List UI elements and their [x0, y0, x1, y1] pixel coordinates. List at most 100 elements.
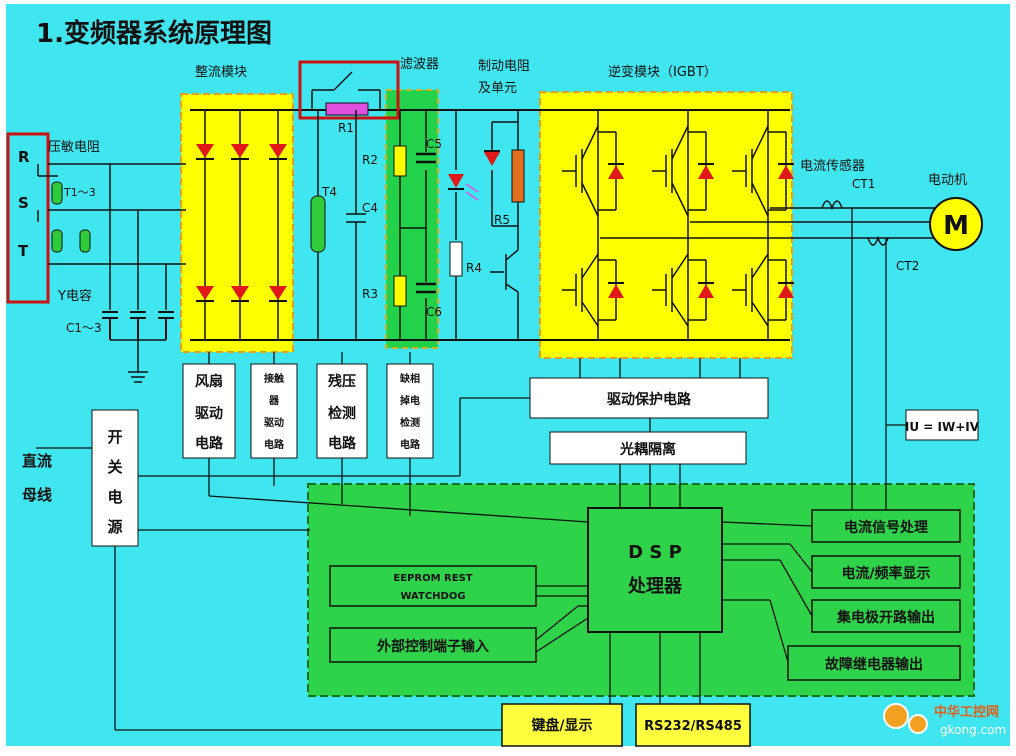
relay-switch: [311, 71, 381, 110]
igbt-collector: [671, 125, 689, 160]
diode-icon: [778, 284, 794, 298]
igbt-collector: [671, 253, 689, 279]
watermark-line2: gkong.com: [940, 723, 1006, 737]
c6-label: C6: [426, 305, 442, 319]
cur-freq-text: 电流/频率显示: [841, 565, 930, 582]
watermark-line1: 中华工控网: [934, 704, 999, 720]
phase-loss-text-1: 缺相: [399, 372, 420, 385]
r4-label: R4: [466, 261, 482, 275]
led-rays: [465, 183, 479, 201]
filter-label: 滤波器: [400, 57, 439, 72]
y-capacitors: [102, 311, 174, 340]
ct1-label: CT1: [852, 177, 875, 191]
page-title: 1.变频器系统原理图: [36, 18, 272, 49]
diode-icon: [698, 165, 714, 179]
inverter-igbts: [562, 110, 794, 340]
igbt-emitter: [671, 301, 689, 327]
igbt-collector: [751, 125, 769, 160]
diode-icon: [269, 144, 287, 158]
brake-label-1: 制动电阻: [478, 59, 530, 74]
current-proc-box: [811, 509, 961, 543]
residual-text-2: 检测: [328, 405, 356, 422]
dc-bus-label-1: 直流: [22, 452, 52, 470]
rectifier-diodes: [196, 110, 287, 340]
fan-drive-text-3: 电路: [195, 435, 224, 452]
varistor-label: 压敏电阻: [48, 140, 100, 155]
diode-icon: [196, 286, 214, 300]
t13-label: T1～3: [63, 186, 96, 199]
contactor-text-2: 器: [268, 395, 280, 407]
motor-icon: [929, 197, 983, 251]
rectifier-label: 整流模块: [195, 65, 247, 80]
igbt-collector: [581, 125, 599, 160]
gear-icon: [908, 714, 928, 734]
relay-highlight-box: [298, 60, 400, 120]
switch-psu-text-2: 关: [107, 458, 122, 476]
opto-text: 光耦隔离: [619, 441, 676, 458]
igbt-emitter: [751, 182, 769, 217]
diode-icon: [608, 165, 624, 179]
switch-psu-text-3: 电: [107, 488, 122, 506]
contactor-text-1: 接触: [264, 372, 284, 385]
igbt-collector: [751, 253, 769, 279]
eeprom-box: [329, 565, 537, 607]
r2-label: R2: [362, 153, 378, 167]
ext-input-box: [329, 627, 537, 663]
igbt-emitter: [581, 182, 599, 217]
switch-psu-text-4: 源: [107, 518, 122, 536]
ext-input-text: 外部控制端子输入: [377, 638, 489, 655]
residual-text-1: 残压: [328, 373, 356, 390]
r5-resistor: [511, 149, 525, 203]
c5-label: C5: [426, 137, 442, 151]
phase-r-label: R: [18, 148, 30, 166]
collector-box: [811, 599, 961, 633]
diode-icon: [608, 284, 624, 298]
t4-label: T4: [321, 185, 337, 199]
opto-box: [549, 431, 747, 465]
residual-voltage-box: [316, 363, 368, 459]
control-wiring: [36, 208, 906, 731]
r1-resistor: [325, 102, 369, 116]
diode-icon: [698, 284, 714, 298]
brake-unit-wiring: [455, 110, 519, 340]
eeprom-text-1: EEPROM REST: [393, 573, 472, 584]
phase-s-label: S: [18, 194, 29, 212]
r2-resistor: [393, 145, 407, 177]
fault-relay-box: [787, 645, 961, 681]
contactor-text-4: 电路: [264, 438, 285, 451]
diode-icon: [269, 286, 287, 300]
dc-bus: [190, 109, 790, 341]
phase-input-box: [6, 132, 50, 304]
phase-t-label: T: [18, 242, 29, 260]
dsp-text-2: 处理器: [627, 575, 683, 597]
rs-box: [635, 703, 751, 747]
y-cap-label: Y电容: [57, 288, 92, 304]
r3-label: R3: [362, 287, 378, 301]
dsp-box: [587, 507, 723, 633]
eeprom-text-2: WATCHDOG: [400, 591, 465, 602]
current-sensor-label: 电流传感器: [800, 158, 865, 174]
igbt-emitter: [751, 301, 769, 327]
led-icon: [448, 174, 464, 188]
drive-protect-box: [529, 377, 769, 419]
fan-drive-box: [182, 363, 236, 459]
gear-icon: [883, 703, 909, 729]
c4-label: C4: [362, 201, 378, 215]
r4-resistor: [449, 241, 463, 277]
drive-protect-text: 驱动保护电路: [607, 391, 692, 408]
switch-psu-box: [91, 409, 139, 547]
keyboard-box: [501, 703, 623, 747]
diode-icon: [231, 286, 249, 300]
r3-resistor: [393, 275, 407, 307]
motor-label: 电动机: [928, 173, 967, 188]
phase-loss-text-2: 掉电: [400, 394, 420, 407]
formula-box: [905, 409, 979, 441]
motor-symbol: M: [943, 211, 969, 241]
r5-label: R5: [494, 213, 510, 227]
r1-label: R1: [338, 121, 354, 135]
switch-psu-text-1: 开: [107, 428, 122, 446]
brake-diode-icon: [484, 152, 500, 166]
ct2-label: CT2: [896, 259, 919, 273]
diode-icon: [778, 165, 794, 179]
